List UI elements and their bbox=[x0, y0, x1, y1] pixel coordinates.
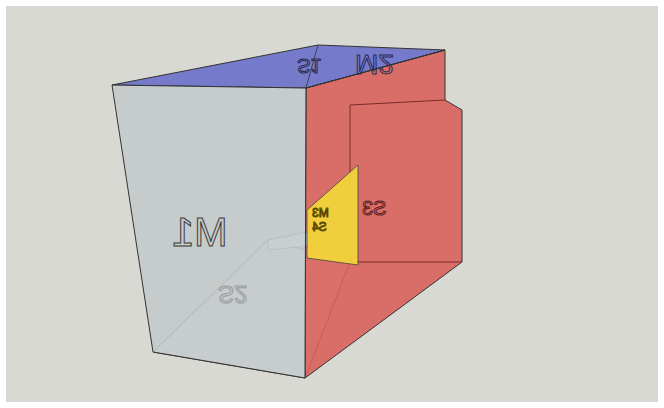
part-label: M2 bbox=[355, 50, 394, 78]
top-face bbox=[112, 45, 445, 88]
part-label: S3 bbox=[362, 198, 386, 218]
partition-edge bbox=[350, 100, 445, 105]
part-label: M1 bbox=[172, 212, 228, 252]
side-face bbox=[305, 50, 462, 378]
yellow-face bbox=[307, 165, 358, 265]
part-label: S2 bbox=[218, 282, 247, 306]
front-face bbox=[112, 85, 306, 378]
part-label: S4 bbox=[312, 221, 327, 233]
background bbox=[6, 6, 658, 402]
part-label: M3 bbox=[312, 207, 329, 219]
part-label: S1 bbox=[297, 56, 321, 76]
diagonal-edge bbox=[306, 50, 445, 88]
partition-edge bbox=[350, 105, 462, 262]
